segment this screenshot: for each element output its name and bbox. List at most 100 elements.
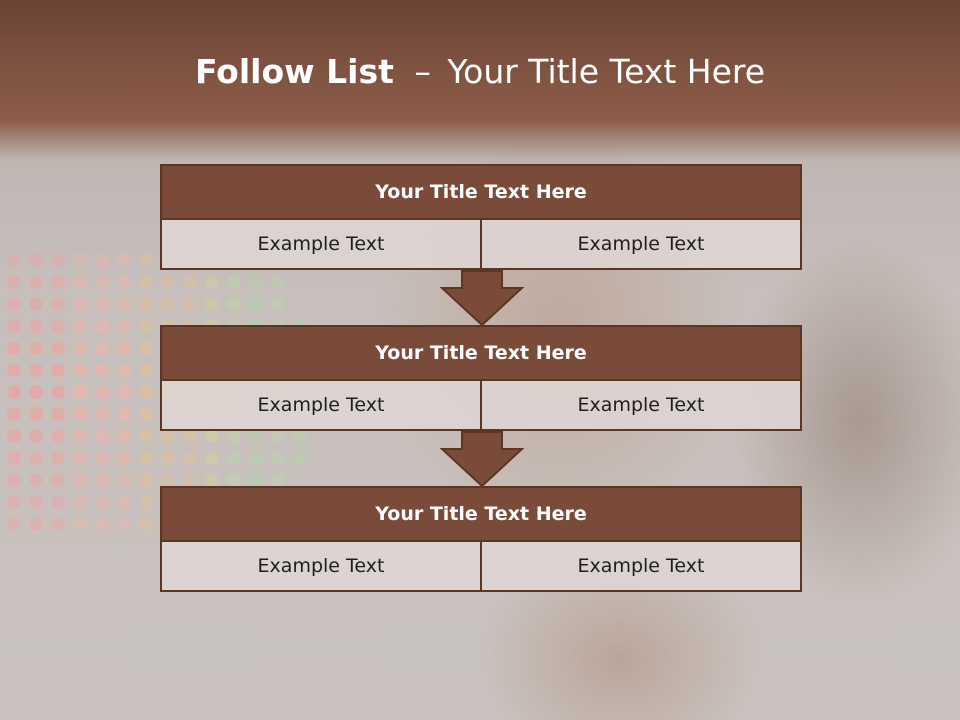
light-dot [161, 429, 175, 443]
light-dot [139, 451, 153, 465]
step-3: Your Title Text Here Example Text Exampl… [160, 486, 802, 592]
step-1-right-cell: Example Text [480, 220, 800, 268]
light-dot [95, 429, 109, 443]
light-dot [183, 275, 197, 289]
light-dot [51, 363, 65, 377]
light-dot [227, 473, 241, 487]
light-dot [73, 341, 87, 355]
light-dot [7, 407, 21, 421]
light-dot [51, 495, 65, 509]
light-dot [95, 253, 109, 267]
light-dot [73, 429, 87, 443]
step-1-left-cell: Example Text [257, 233, 385, 255]
light-dot [249, 297, 263, 311]
light-dot [139, 363, 153, 377]
light-dot [293, 429, 307, 443]
light-dot [95, 451, 109, 465]
light-dot [51, 385, 65, 399]
light-dot [95, 385, 109, 399]
light-dot [29, 253, 43, 267]
light-dot [73, 363, 87, 377]
light-dot [51, 407, 65, 421]
light-dot [73, 407, 87, 421]
light-dot [117, 385, 131, 399]
light-dot [51, 517, 65, 531]
light-dot [139, 297, 153, 311]
light-dot [7, 495, 21, 509]
light-dot [7, 473, 21, 487]
step-1: Your Title Text Here Example Text Exampl… [160, 164, 802, 270]
light-dot [183, 297, 197, 311]
light-dot [271, 473, 285, 487]
light-dot [7, 319, 21, 333]
light-dot [139, 473, 153, 487]
light-dot [117, 341, 131, 355]
light-dot [7, 253, 21, 267]
light-dot [29, 363, 43, 377]
light-dot [227, 429, 241, 443]
light-dot [139, 275, 153, 289]
light-dot [29, 275, 43, 289]
light-dot [205, 473, 219, 487]
light-dot [7, 385, 21, 399]
light-dot [117, 495, 131, 509]
light-dot [271, 275, 285, 289]
light-dot [117, 275, 131, 289]
step-3-row: Example Text Example Text [160, 542, 802, 592]
step-3-left-cell: Example Text [257, 555, 385, 577]
light-dot [161, 451, 175, 465]
light-dot [29, 473, 43, 487]
light-dot [161, 275, 175, 289]
light-dot [161, 473, 175, 487]
light-dot [227, 451, 241, 465]
slide-title-bold: Follow List [194, 52, 394, 91]
light-dot [117, 473, 131, 487]
step-3-title: Your Title Text Here [160, 486, 802, 542]
light-dot [7, 429, 21, 443]
light-dot [73, 275, 87, 289]
light-dot [95, 363, 109, 377]
light-dot [95, 495, 109, 509]
light-dot [205, 275, 219, 289]
light-dot [139, 495, 153, 509]
light-dot [51, 275, 65, 289]
light-dot [95, 407, 109, 421]
light-dot [73, 495, 87, 509]
down-arrow-icon [440, 431, 524, 487]
light-dot [29, 517, 43, 531]
step-2-row: Example Text Example Text [160, 381, 802, 431]
light-dot [139, 253, 153, 267]
light-dot [7, 297, 21, 311]
light-dot [51, 253, 65, 267]
light-dot [7, 517, 21, 531]
light-dot [95, 517, 109, 531]
light-dot [73, 253, 87, 267]
down-arrow-icon [440, 270, 524, 326]
light-dot [117, 297, 131, 311]
light-dot [73, 451, 87, 465]
light-dot [7, 363, 21, 377]
light-dot [73, 297, 87, 311]
light-dot [117, 407, 131, 421]
light-dot [205, 297, 219, 311]
light-dot [29, 319, 43, 333]
light-dot [117, 429, 131, 443]
light-dot [227, 297, 241, 311]
light-dot [73, 473, 87, 487]
light-dot [205, 451, 219, 465]
light-dot [227, 275, 241, 289]
light-dot [183, 473, 197, 487]
light-dot [271, 429, 285, 443]
step-2: Your Title Text Here Example Text Exampl… [160, 325, 802, 431]
slide-title-separator: – [414, 52, 431, 91]
light-dot [139, 341, 153, 355]
light-dot [139, 385, 153, 399]
light-dot [249, 429, 263, 443]
light-dot [249, 275, 263, 289]
light-dot [29, 385, 43, 399]
light-dot [51, 341, 65, 355]
light-dot [249, 473, 263, 487]
light-dot [51, 473, 65, 487]
light-dot [205, 429, 219, 443]
